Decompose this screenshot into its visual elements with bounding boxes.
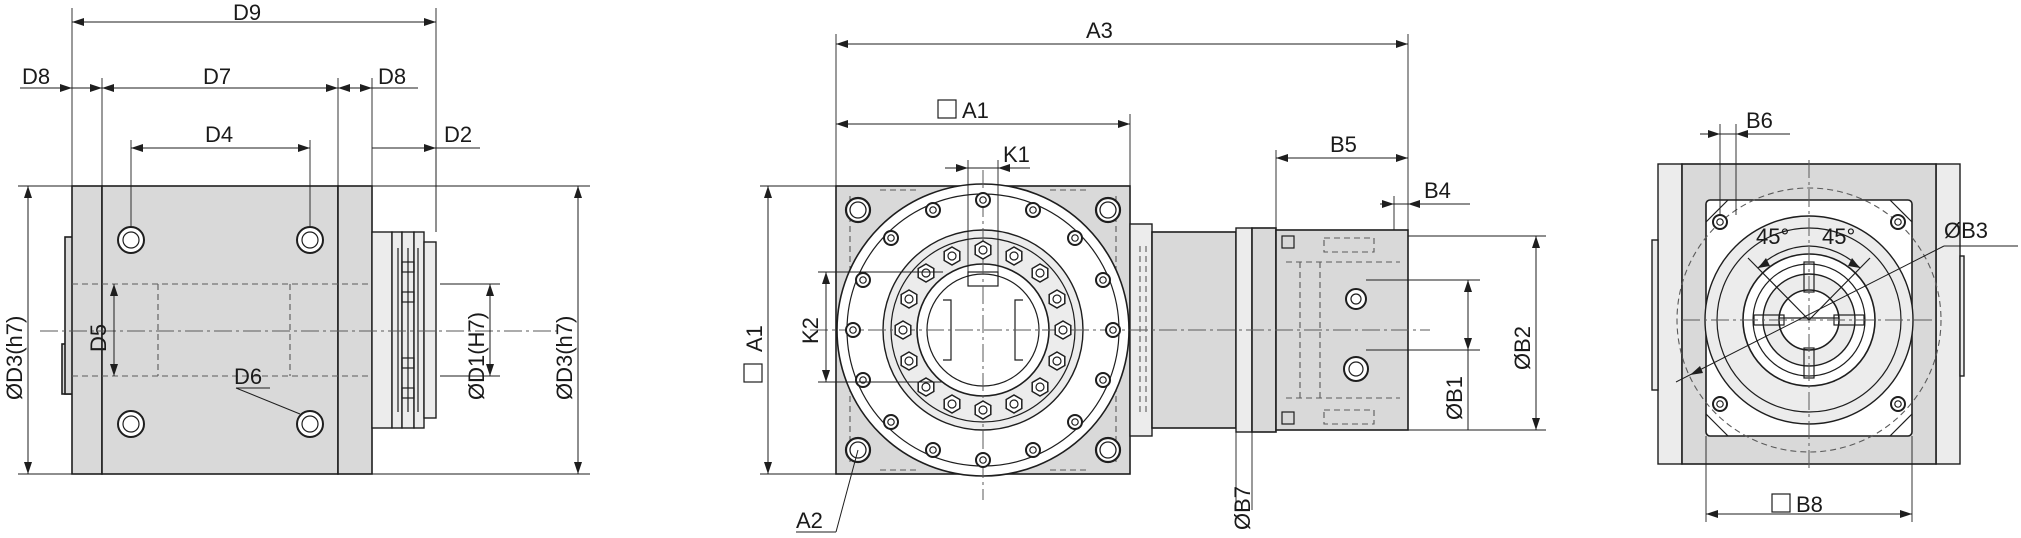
front-view-adapter: [1129, 223, 1430, 437]
label-d6: D6: [234, 364, 262, 389]
label-a3: A3: [1086, 18, 1113, 43]
label-d9: D9: [233, 0, 261, 25]
label-k2: K2: [798, 317, 823, 344]
side-view: D9 D8 D7 D8 D4 D2 D6 D5 ØD3(h7) ØD1(H7) …: [2, 0, 590, 475]
label-d8-right: D8: [378, 64, 406, 89]
label-d5: D5: [86, 324, 111, 352]
label-d1: ØD1(H7): [464, 312, 489, 400]
label-d4: D4: [205, 122, 233, 147]
end-view: B6 ØB3 45° 45° B8: [1651, 108, 2018, 522]
label-b1: ØB1: [1442, 376, 1467, 420]
end-view-dimensions: [1675, 124, 2018, 522]
label-angle-right: 45°: [1822, 224, 1855, 249]
label-b2: ØB2: [1510, 326, 1535, 370]
front-view-dimensions: [760, 34, 1546, 533]
front-view: A3 A1 K1 B5 B4 A2 K2 A1 ØB7 ØB1 ØB2: [742, 18, 1546, 533]
label-d7: D7: [203, 64, 231, 89]
end-view-body: [1651, 160, 1965, 470]
square-symbol-a1-top: [937, 99, 957, 119]
label-b6: B6: [1746, 108, 1773, 133]
label-b5: B5: [1330, 132, 1357, 157]
front-view-housing: [810, 170, 1160, 500]
square-symbol-b8: [1771, 493, 1791, 513]
label-a2: A2: [796, 508, 823, 533]
label-d3-right: ØD3(h7): [552, 316, 577, 400]
label-a1-left: A1: [742, 325, 767, 352]
label-k1: K1: [1003, 142, 1030, 167]
label-b4: B4: [1424, 178, 1451, 203]
square-symbol-a1-left: [743, 363, 763, 383]
label-d3-left: ØD3(h7): [2, 316, 27, 400]
side-view-body: [40, 185, 560, 475]
label-d2: D2: [444, 122, 472, 147]
side-view-dimensions: [18, 8, 590, 475]
label-d8-left: D8: [22, 64, 50, 89]
label-b7: ØB7: [1230, 486, 1255, 530]
label-a1-top: A1: [962, 98, 989, 123]
label-b3: ØB3: [1944, 218, 1988, 243]
label-angle-left: 45°: [1756, 224, 1789, 249]
label-b8: B8: [1796, 492, 1823, 517]
